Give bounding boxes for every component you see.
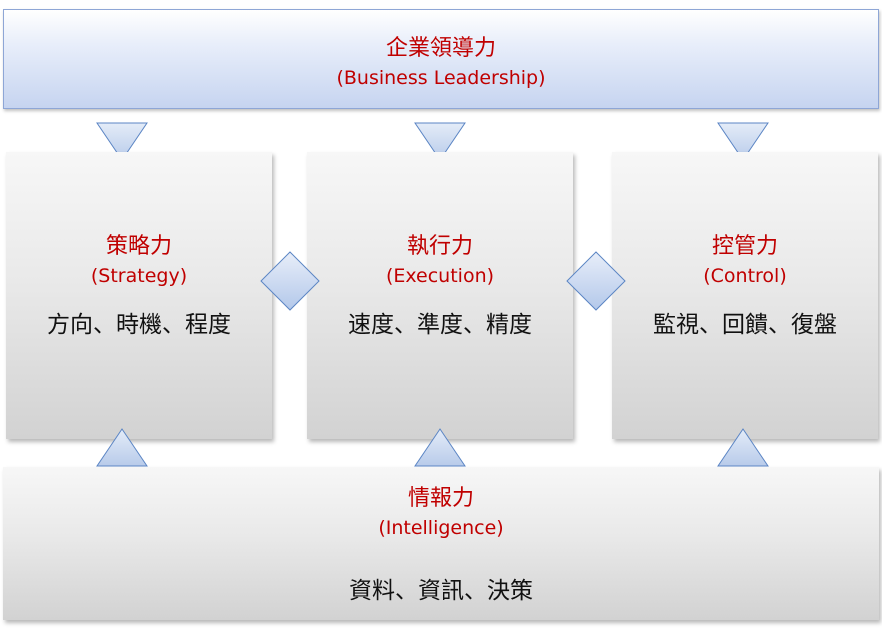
intelligence-title: 情報力: [407, 486, 474, 511]
pillar-title: 策略力: [105, 234, 172, 259]
leadership-banner: 企業領導力 (Business Leadership): [3, 9, 879, 109]
up-arrow-icon: [96, 428, 148, 467]
pillar-keywords: 速度、準度、精度: [348, 312, 532, 338]
pillar-subtitle: (Control): [703, 265, 787, 287]
up-arrow-icon: [414, 428, 466, 467]
intelligence-subtitle: (Intelligence): [378, 517, 504, 539]
down-arrow-icon: [96, 122, 148, 161]
pillar-keywords: 監視、回饋、復盤: [653, 312, 837, 338]
leadership-title: 企業領導力: [385, 36, 496, 61]
pillar-subtitle: (Strategy): [90, 265, 188, 287]
intelligence-banner: 情報力 (Intelligence) 資料、資訊、決策: [3, 467, 879, 620]
pillar-control: 控管力 (Control) 監視、回饋、復盤: [612, 152, 878, 439]
pillar-execution: 執行力 (Execution) 速度、準度、精度: [307, 152, 573, 439]
down-arrow-icon: [414, 122, 466, 161]
diamond-connector-icon: [566, 251, 626, 311]
intelligence-keywords: 資料、資訊、決策: [349, 578, 533, 604]
pillar-keywords: 方向、時機、程度: [47, 312, 231, 338]
down-arrow-icon: [717, 122, 769, 161]
pillar-title: 控管力: [711, 234, 778, 259]
leadership-subtitle: (Business Leadership): [336, 67, 546, 89]
diamond-connector-icon: [260, 251, 320, 311]
pillar-subtitle: (Execution): [385, 265, 495, 287]
up-arrow-icon: [717, 428, 769, 467]
pillar-title: 執行力: [406, 234, 473, 259]
pillar-strategy: 策略力 (Strategy) 方向、時機、程度: [6, 152, 272, 439]
